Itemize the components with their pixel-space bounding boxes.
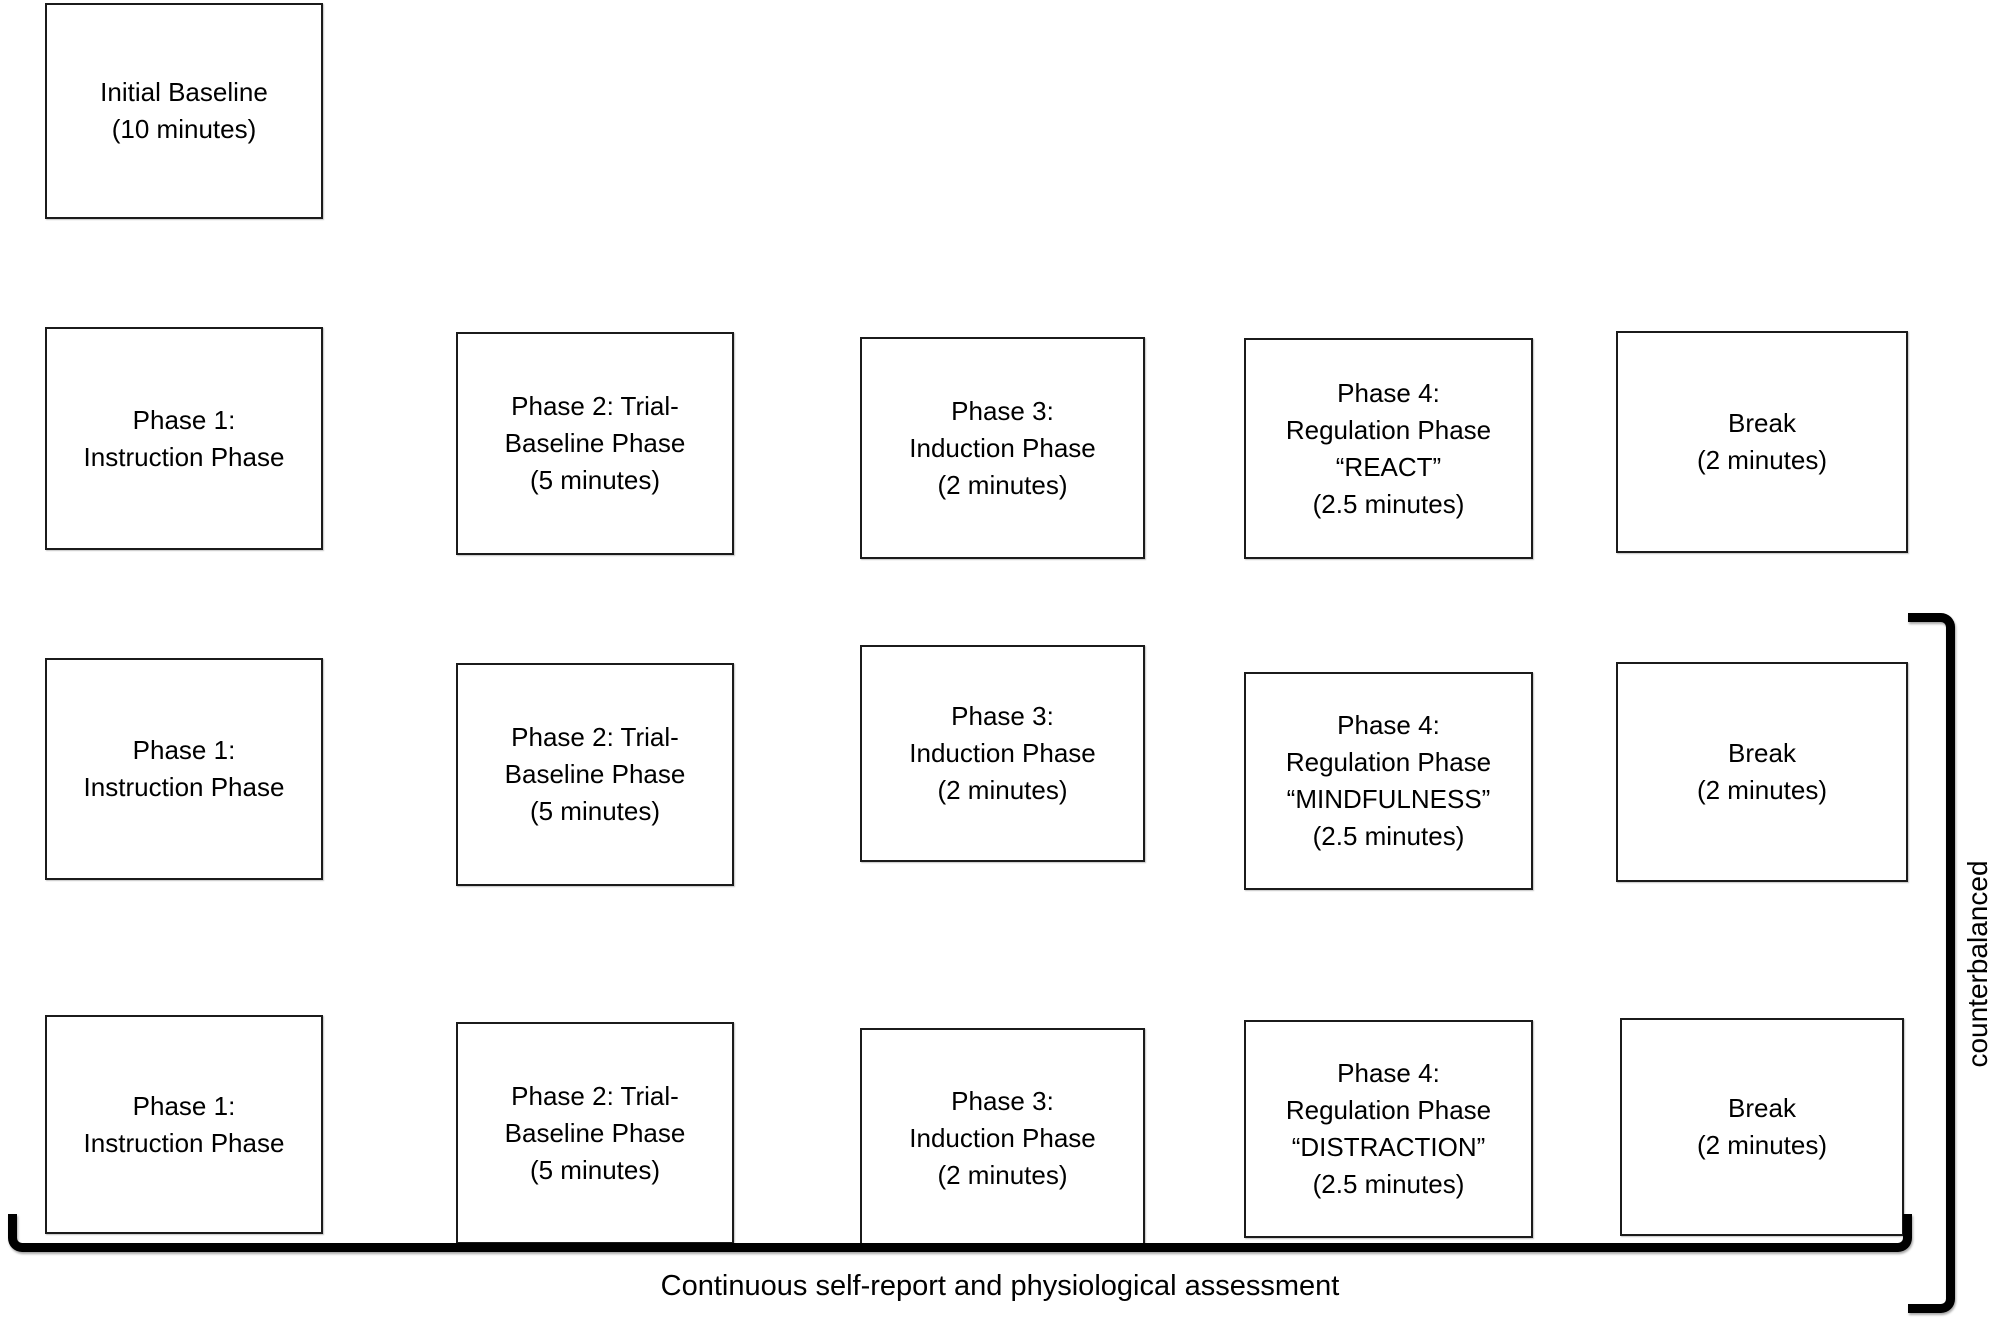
box-react-break: Break (2 minutes)	[1616, 331, 1908, 553]
assessment-bracket	[8, 1214, 1912, 1252]
assessment-label: Continuous self-report and physiological…	[660, 1270, 1340, 1302]
box-react-phase3: Phase 3: Induction Phase (2 minutes)	[860, 337, 1145, 559]
box-mindfulness-phase4: Phase 4: Regulation Phase “MINDFULNESS” …	[1244, 672, 1533, 890]
box-react-phase2: Phase 2: Trial- Baseline Phase (5 minute…	[456, 332, 734, 555]
box-react-phase1: Phase 1: Instruction Phase	[45, 327, 323, 550]
box-distraction-break: Break (2 minutes)	[1620, 1018, 1904, 1236]
box-mindfulness-phase2: Phase 2: Trial- Baseline Phase (5 minute…	[456, 663, 734, 886]
counterbalanced-bracket	[1908, 613, 1955, 1313]
box-react-phase4: Phase 4: Regulation Phase “REACT” (2.5 m…	[1244, 338, 1533, 559]
counterbalanced-label: counterbalanced	[1962, 860, 1993, 1068]
box-distraction-phase4: Phase 4: Regulation Phase “DISTRACTION” …	[1244, 1020, 1533, 1238]
box-distraction-phase2: Phase 2: Trial- Baseline Phase (5 minute…	[456, 1022, 734, 1244]
box-mindfulness-phase3: Phase 3: Induction Phase (2 minutes)	[860, 645, 1145, 862]
box-distraction-phase1: Phase 1: Instruction Phase	[45, 1015, 323, 1234]
box-initial-baseline: Initial Baseline (10 minutes)	[45, 3, 323, 219]
box-mindfulness-break: Break (2 minutes)	[1616, 662, 1908, 882]
box-mindfulness-phase1: Phase 1: Instruction Phase	[45, 658, 323, 880]
box-distraction-phase3: Phase 3: Induction Phase (2 minutes)	[860, 1028, 1145, 1249]
